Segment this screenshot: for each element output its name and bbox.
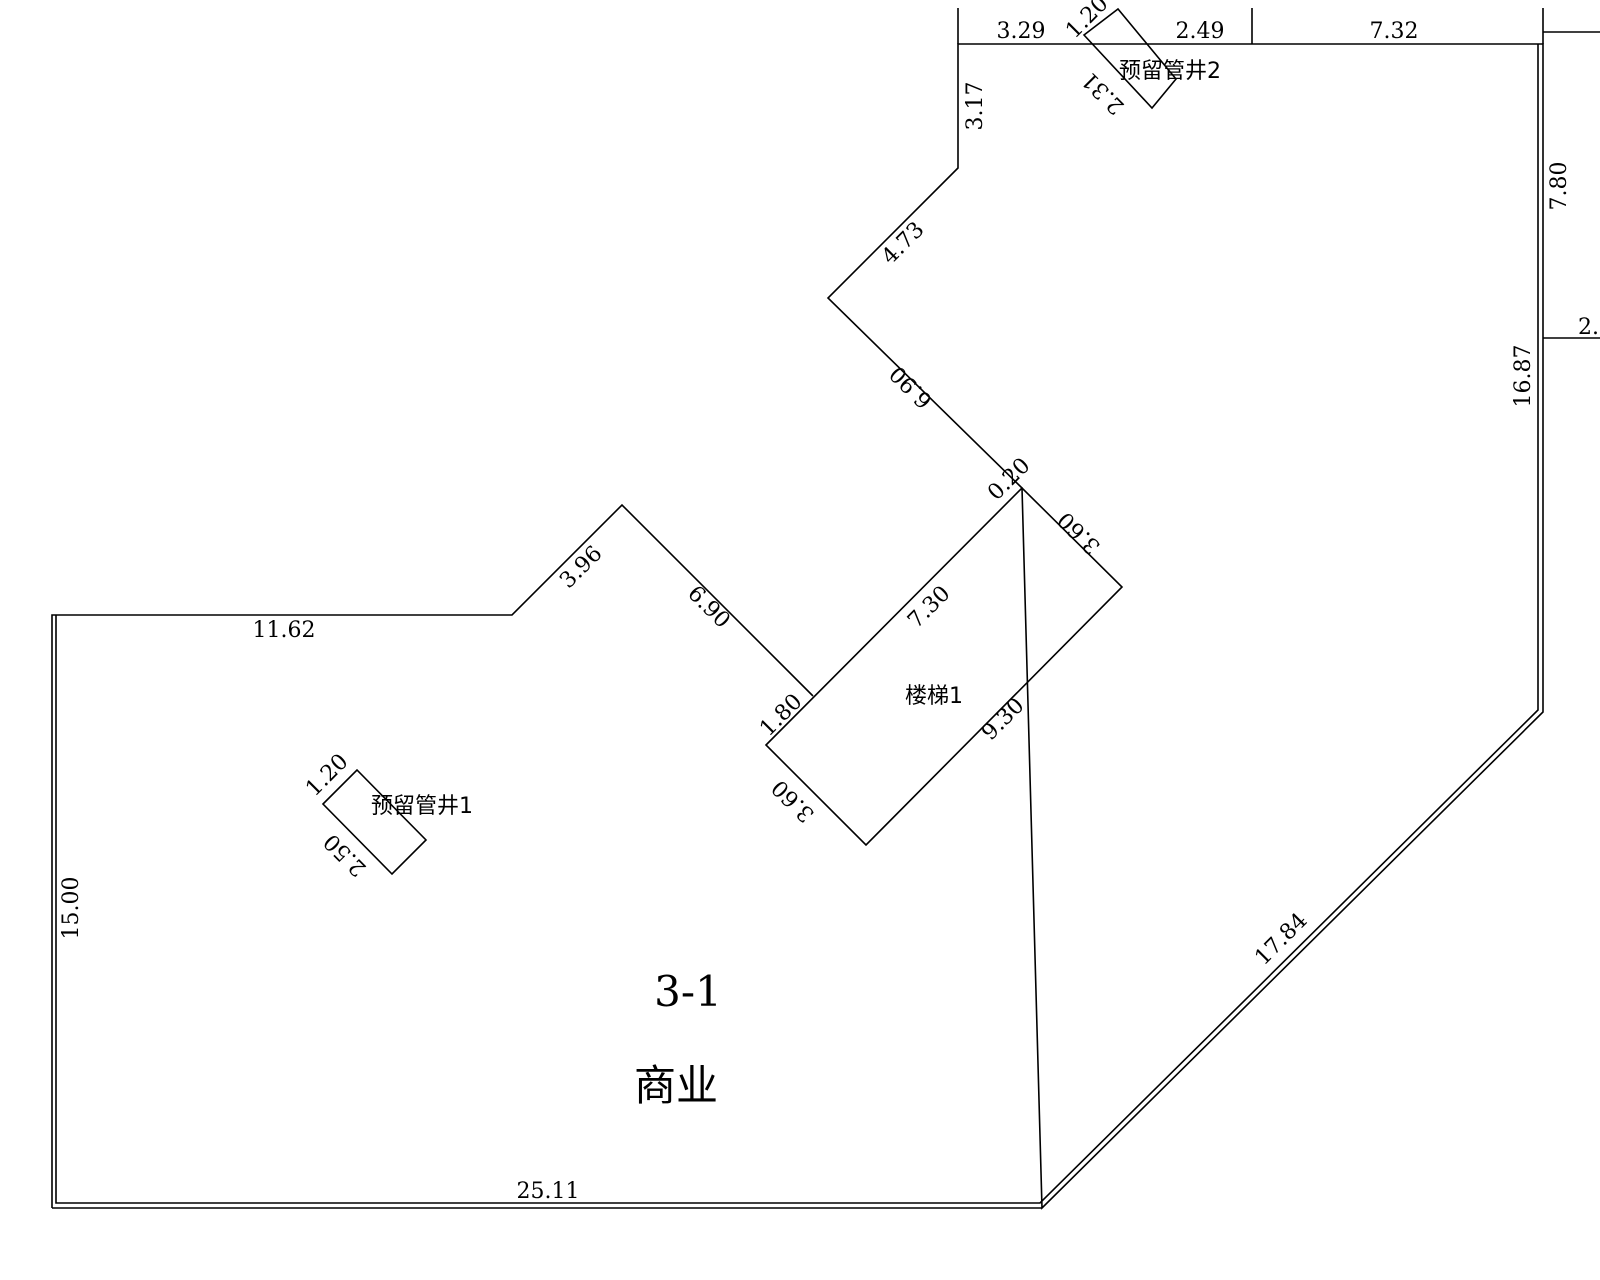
dim-stair-730: 7.30 — [903, 581, 955, 633]
dim-top-732: 7.32 — [1370, 19, 1419, 44]
unit-id: 3-1 — [654, 967, 722, 1016]
shaft-2-label: 预留管井2 — [1119, 59, 1221, 84]
shaft-1-label: 预留管井1 — [371, 794, 473, 819]
dim-right-1687: 16.87 — [1511, 345, 1536, 408]
dim-bottom: 25.11 — [517, 1179, 580, 1204]
shaft-2-outline — [1082, 7, 1178, 110]
dim-right-780: 7.80 — [1547, 162, 1572, 211]
dim-shaft1-250: 2.50 — [319, 828, 371, 880]
dim-diag-396: 3.96 — [555, 541, 607, 593]
dim-vert-317: 3.17 — [963, 82, 988, 131]
dim-left: 15.00 — [59, 877, 84, 940]
unit-outline — [51, 43, 1544, 1210]
dim-shaft1-120: 1.20 — [301, 749, 353, 801]
dim-right-2: 2. — [1578, 315, 1599, 340]
dim-stair-930: 9.30 — [977, 693, 1029, 745]
dim-stair-360-top: 3.60 — [1053, 506, 1105, 558]
dim-top-329: 3.29 — [997, 19, 1046, 44]
dim-top-249: 2.49 — [1176, 19, 1225, 44]
unit-usage: 商业 — [634, 1061, 718, 1110]
unit-outline-inner — [55, 44, 1539, 1204]
dim-top-left: 11.62 — [253, 618, 316, 643]
dim-diag-690-a: 6.90 — [682, 581, 734, 633]
stair-1-outline — [764, 486, 1124, 847]
shaft-1-outline — [321, 768, 428, 876]
stair-1-label: 楼梯1 — [905, 684, 963, 709]
dim-stair-360-bot: 3.60 — [767, 774, 819, 826]
dim-diag-690-b: 6.90 — [885, 360, 937, 412]
dim-shaft2-120: 1.20 — [1061, 0, 1113, 44]
dim-stair-180: 1.80 — [755, 689, 807, 741]
dim-diag-473: 4.73 — [877, 217, 929, 269]
dim-diag-1784: 17.84 — [1250, 908, 1312, 970]
dim-stair-020: 0.20 — [983, 453, 1035, 505]
